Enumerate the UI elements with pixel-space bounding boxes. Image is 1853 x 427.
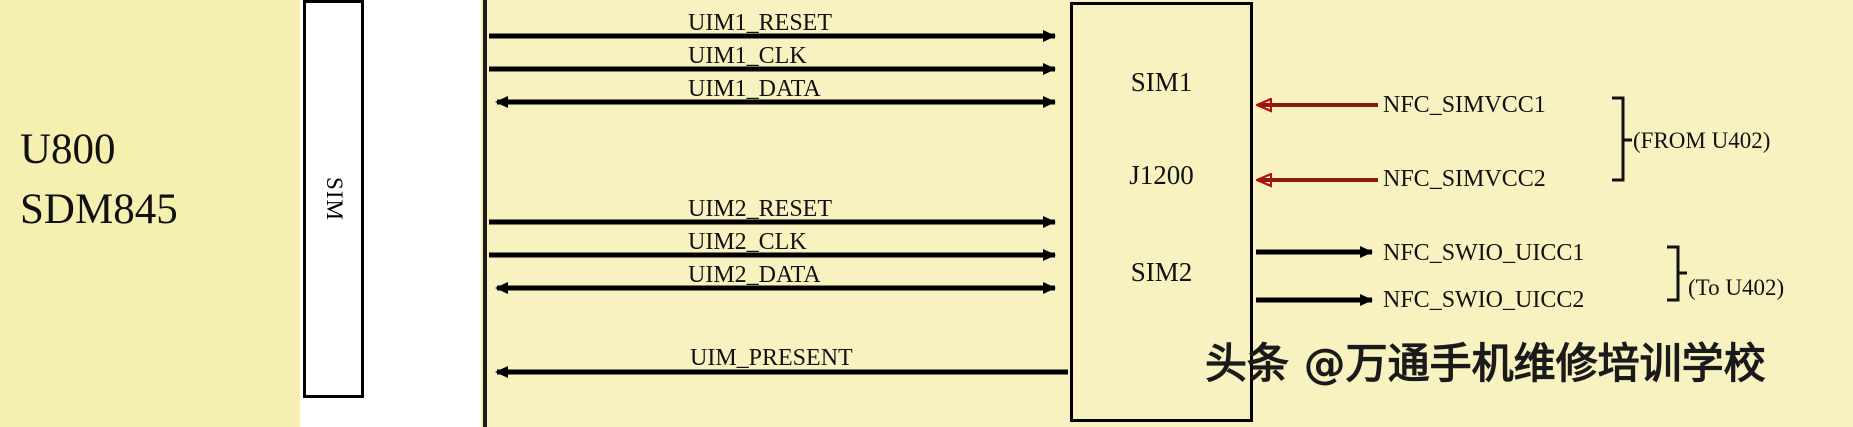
chip-label-line1: U800 [20,126,116,173]
sim-block: SIM [303,0,364,398]
signal-label-uim1-reset: UIM1_RESET [688,10,832,36]
note-from-u402: (FROM U402) [1633,128,1771,153]
sim-block-label: SIM [321,177,347,221]
signal-label-uim1-clk: UIM1_CLK [688,43,807,69]
signal-label-uim1-data: UIM1_DATA [688,76,821,102]
watermark-text: 头条 @万通手机维修培训学校 [1205,339,1766,388]
right-label-nfc-simvcc2: NFC_SIMVCC2 [1383,166,1546,192]
connector-label-sim1: SIM1 [1130,67,1193,97]
connector-label-j1200: J1200 [1129,160,1194,190]
connector-block: SIM1 J1200 SIM2 [1070,2,1253,422]
chip-label-line2: SDM845 [20,186,178,233]
signal-label-uim2-data: UIM2_DATA [688,262,821,288]
right-label-nfc-swio-uicc1: NFC_SWIO_UICC1 [1383,240,1585,266]
signal-label-uim-present: UIM_PRESENT [690,345,853,371]
right-label-nfc-swio-uicc2: NFC_SWIO_UICC2 [1383,287,1585,313]
right-label-nfc-simvcc1: NFC_SIMVCC1 [1383,92,1546,118]
note-to-u402: (To U402) [1688,275,1785,300]
connector-label-sim2: SIM2 [1130,257,1193,287]
chip-label: U800 SDM845 [20,120,178,240]
signal-label-uim2-clk: UIM2_CLK [688,229,807,255]
signal-label-uim2-reset: UIM2_RESET [688,196,832,222]
panel-divider [483,0,487,427]
